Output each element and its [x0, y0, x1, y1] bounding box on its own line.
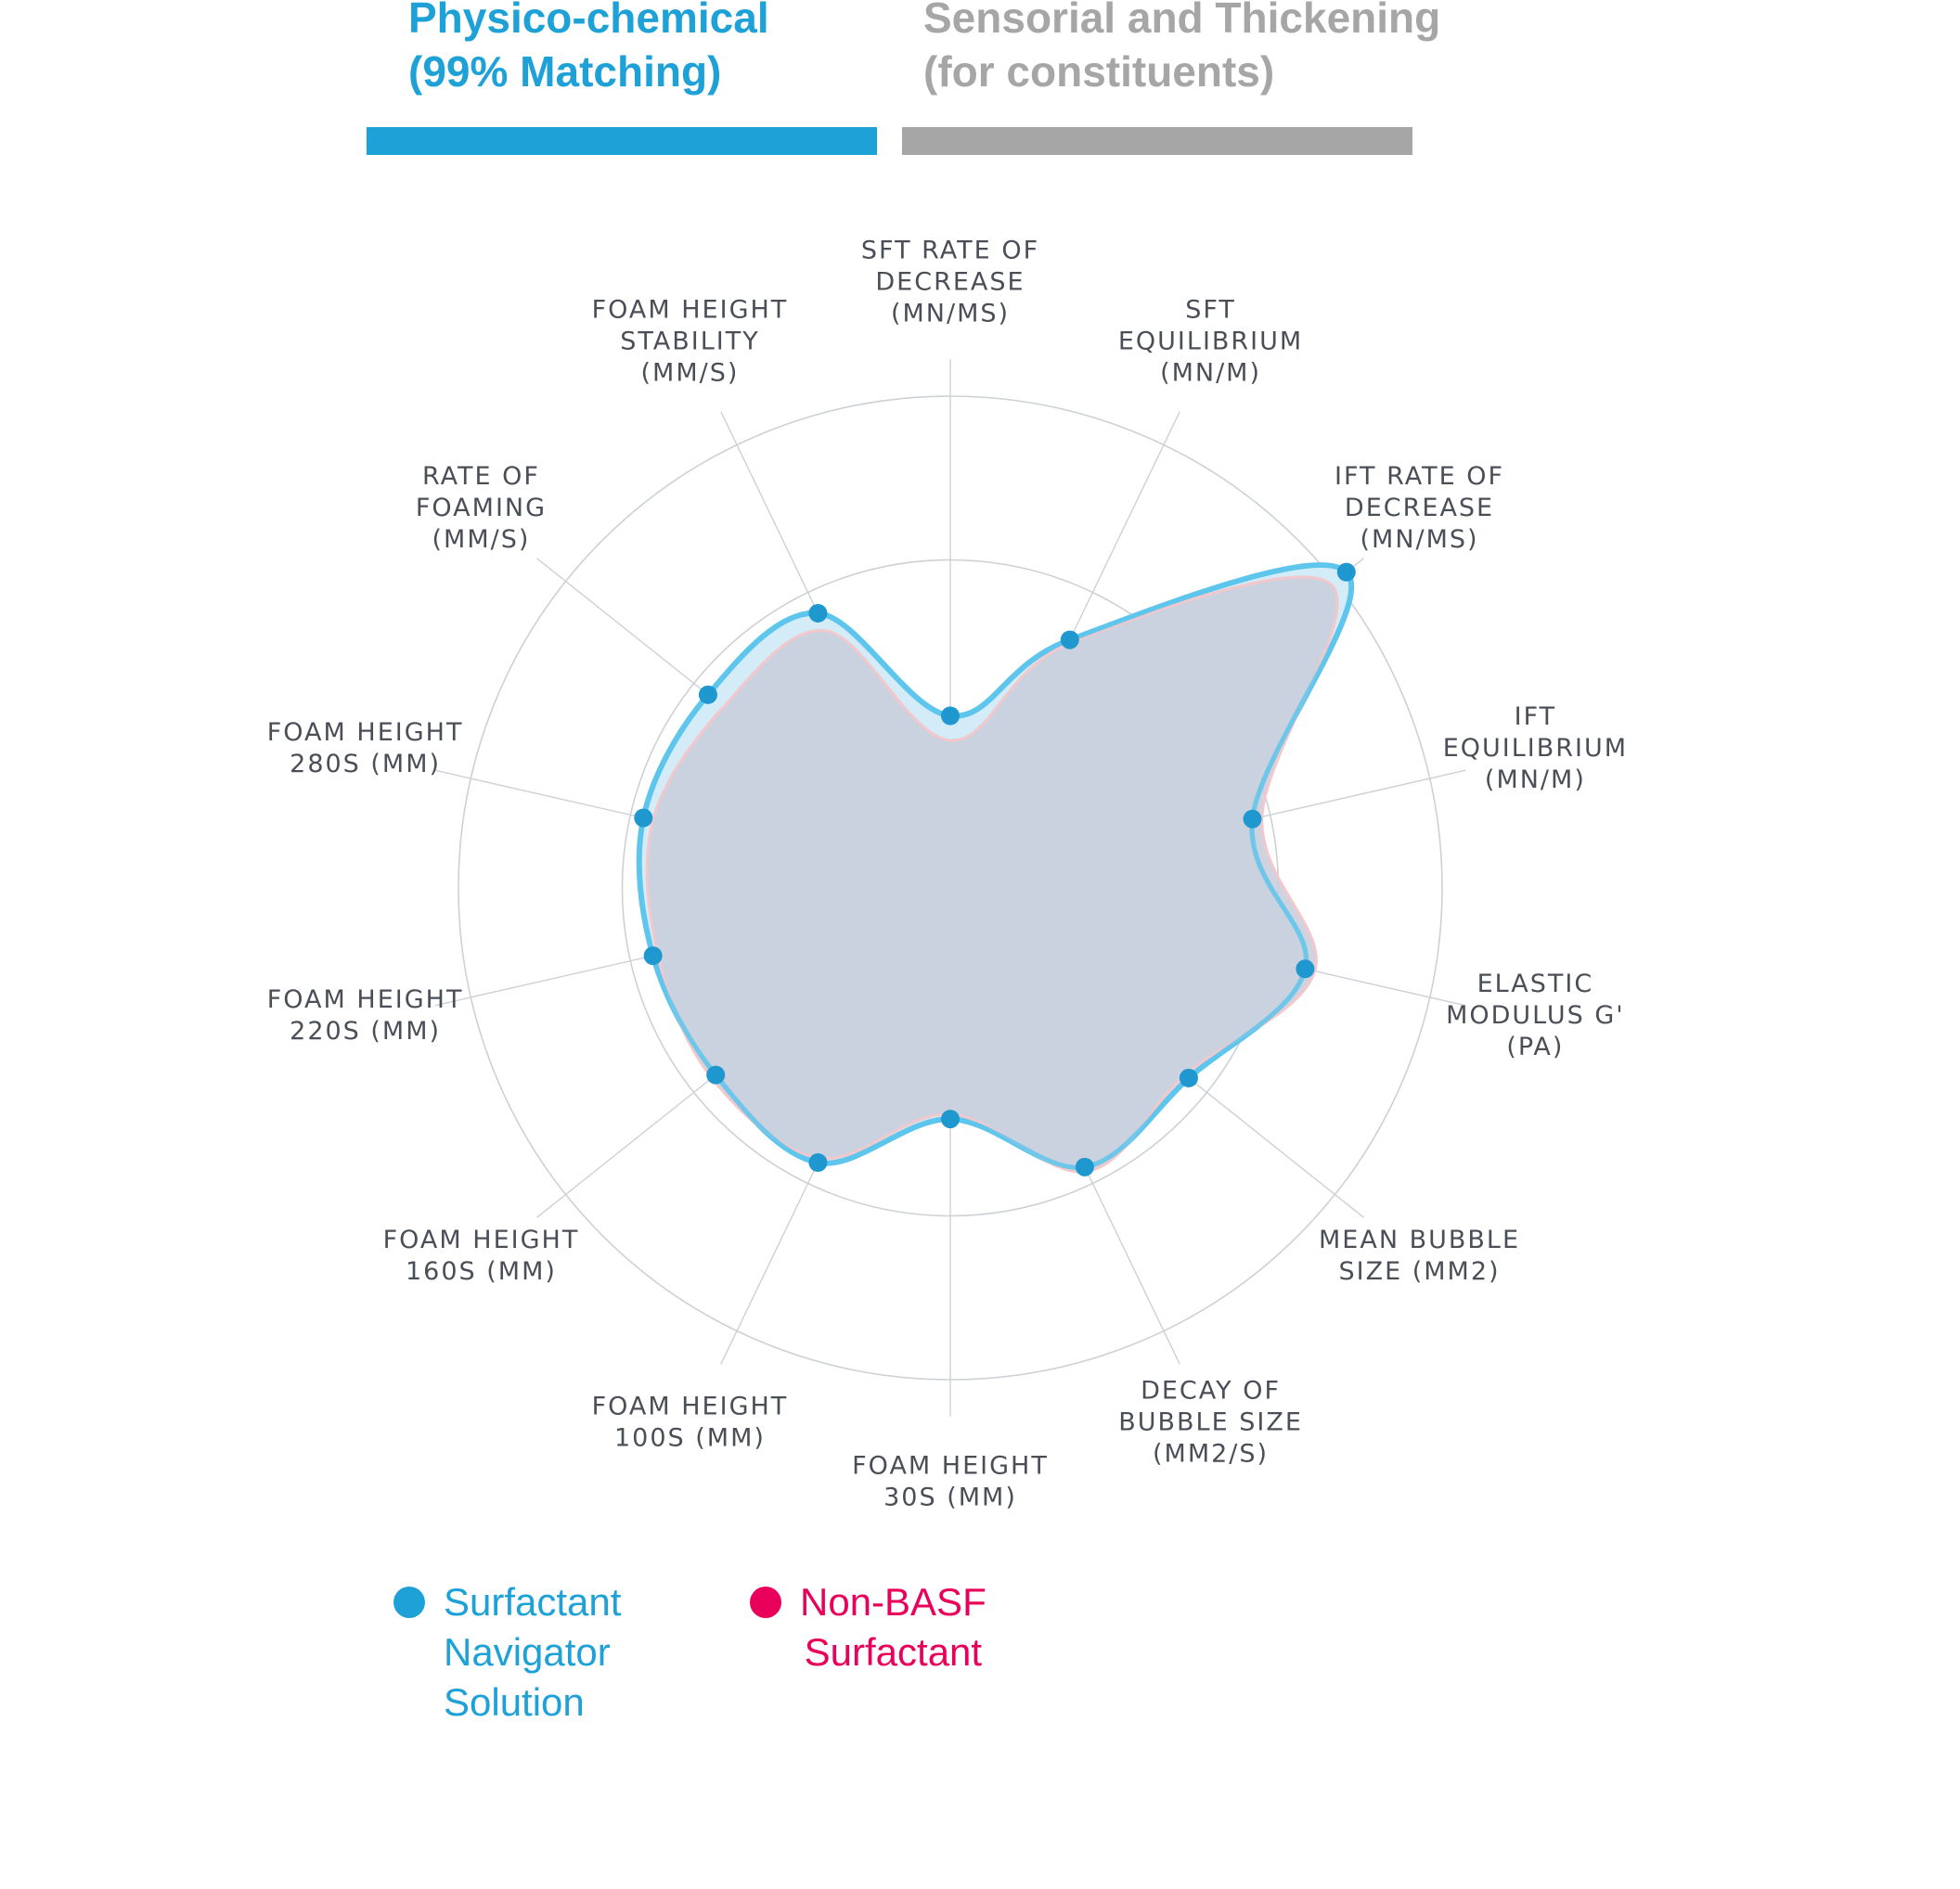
data-point-9[interactable]: [808, 1153, 828, 1173]
axis-label-line: RATE OF: [422, 462, 540, 491]
axis-label-line: SIZE (MM2): [1338, 1257, 1500, 1286]
axis-label-line: IFT: [1515, 702, 1557, 731]
axis-label-line: DECAY OF: [1141, 1377, 1281, 1406]
axis-label-line: (PA): [1506, 1033, 1564, 1061]
axis-label-10: FOAM HEIGHT 160S (MM): [383, 1226, 580, 1286]
axis-label-line: 280S (MM): [290, 750, 441, 778]
data-point-3[interactable]: [1336, 562, 1356, 582]
tab-physico-chemical[interactable]: Physico-chemical (99% Matching): [408, 0, 769, 98]
axis-label-line: IFT RATE OF: [1335, 462, 1504, 491]
axis-label-line: (MN/MS): [891, 299, 1010, 328]
data-point-5[interactable]: [1296, 959, 1315, 979]
axis-label-line: FOAM HEIGHT: [267, 985, 464, 1014]
axis-label-4: IFT EQUILIBRIUM(MN/M): [1443, 702, 1628, 794]
axis-label-3: IFT RATE OF DECREASE (MN/MS): [1335, 462, 1504, 554]
axis-label-8: FOAM HEIGHT 30S (MM): [852, 1452, 1049, 1512]
axis-label-line: 220S (MM): [290, 1017, 441, 1046]
data-point-7[interactable]: [1075, 1157, 1094, 1176]
tab-physico-chemical-indicator[interactable]: [367, 127, 877, 155]
data-point-6[interactable]: [1179, 1068, 1198, 1087]
axis-label-line: (MN/M): [1160, 358, 1261, 387]
data-point-14[interactable]: [808, 603, 828, 623]
axis-label-line: (MM2/S): [1153, 1440, 1269, 1469]
axis-label-line: 160S (MM): [406, 1257, 557, 1286]
tab-physico-chemical-subtitle: (99% Matching): [408, 47, 722, 96]
axis-label-13: RATE OF FOAMING (MM/S): [416, 462, 547, 554]
legend-label-line: Surfactant: [444, 1580, 622, 1624]
axis-label-12: FOAM HEIGHT 280S (MM): [267, 718, 464, 778]
axis-label-line: FOAM HEIGHT: [852, 1452, 1049, 1481]
axis-label-line: (MM/S): [432, 525, 531, 554]
axis-label-line: STABILITY: [620, 327, 759, 355]
axis-label-9: FOAM HEIGHT 100S (MM): [592, 1393, 789, 1453]
legend-label-non-basf: Non-BASF Surfactant: [800, 1577, 986, 1677]
data-point-1[interactable]: [941, 706, 960, 726]
axis-label-line: FOAMING: [416, 494, 547, 522]
axis-label-line: EQUILIBRIUM: [1118, 327, 1303, 355]
legend-swatch-non-basf: [750, 1587, 781, 1618]
legend-label-line: Non-BASF: [800, 1580, 986, 1624]
tab-sensorial-thickening-indicator[interactable]: [902, 127, 1412, 155]
axis-label-11: FOAM HEIGHT 220S (MM): [267, 985, 464, 1046]
legend-label-line: Solution: [444, 1680, 585, 1724]
axis-label-line: FOAM HEIGHT: [383, 1226, 580, 1254]
axis-label-2: SFT EQUILIBRIUM (MN/M): [1118, 295, 1303, 387]
data-point-12[interactable]: [634, 808, 653, 828]
tab-sensorial-thickening[interactable]: Sensorial and Thickening (for constituen…: [923, 0, 1440, 98]
radar-axis-labels: SFT RATE OF DECREASE (MN/MS) SFT EQUILIBRIUM…: [267, 236, 1628, 1512]
axis-label-line: FOAM HEIGHT: [267, 718, 464, 747]
axis-label-5: ELASTIC MODULUS G' (PA): [1446, 970, 1625, 1061]
axis-label-line: DECREASE: [875, 267, 1025, 296]
legend-label-line: Navigator: [444, 1630, 611, 1674]
axis-label-line: SFT: [1185, 295, 1236, 324]
axis-label-line: MODULUS G': [1446, 1001, 1625, 1030]
radar-series: [634, 562, 1356, 1176]
data-point-8[interactable]: [941, 1110, 960, 1129]
legend-label-surfactant-navigator: Surfactant Navigator Solution: [444, 1577, 621, 1728]
data-point-2[interactable]: [1060, 630, 1079, 649]
data-point-13[interactable]: [698, 685, 717, 704]
legend-swatch-surfactant-navigator: [393, 1587, 425, 1618]
axis-label-line: ELASTIC: [1477, 970, 1594, 998]
axis-label-line: FOAM HEIGHT: [592, 1393, 789, 1421]
legend-label-line: Surfactant: [804, 1630, 983, 1674]
axis-label-1: SFT RATE OF DECREASE (MN/MS): [861, 236, 1039, 328]
axis-label-line: MEAN BUBBLE: [1319, 1226, 1520, 1254]
axis-label-6: MEAN BUBBLE SIZE (MM2): [1319, 1226, 1520, 1286]
data-point-10[interactable]: [706, 1065, 726, 1085]
data-point-11[interactable]: [643, 946, 663, 966]
axis-label-line: (MN/M): [1485, 765, 1586, 794]
axis-label-line: 30S (MM): [883, 1484, 1017, 1512]
axis-label-line: BUBBLE SIZE: [1118, 1408, 1303, 1437]
axis-label-line: 100S (MM): [614, 1424, 766, 1453]
tab-sensorial-thickening-subtitle: (for constituents): [923, 47, 1275, 96]
axis-label-line: EQUILIBRIUM: [1443, 734, 1628, 763]
axis-label-line: (MM/S): [640, 358, 739, 387]
axis-label-line: DECREASE: [1345, 494, 1494, 522]
axis-label-line: SFT RATE OF: [861, 236, 1039, 264]
tab-physico-chemical-title: Physico-chemical: [408, 0, 769, 42]
axis-label-line: FOAM HEIGHT: [592, 295, 789, 324]
axis-label-line: (MN/MS): [1360, 525, 1478, 554]
tab-sensorial-thickening-title: Sensorial and Thickening: [923, 0, 1441, 42]
axis-label-14: FOAM HEIGHT STABILITY (MM/S): [592, 295, 789, 387]
data-point-4[interactable]: [1243, 809, 1262, 829]
